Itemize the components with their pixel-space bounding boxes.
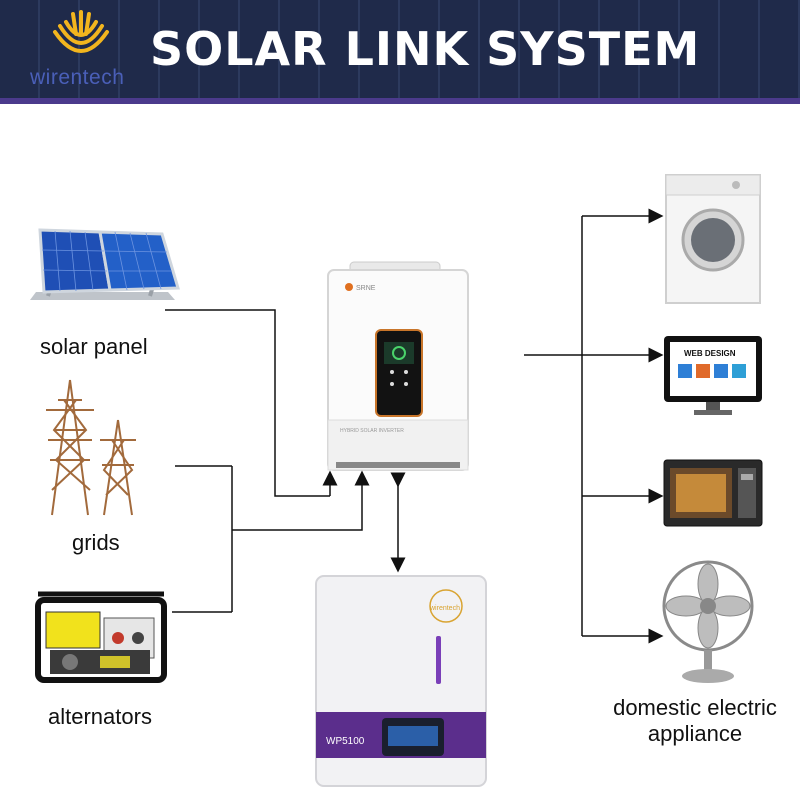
- generator-icon: [35, 591, 167, 683]
- battery-model-text: WP5100: [326, 736, 365, 747]
- logo-text: wirentech: [30, 66, 125, 89]
- logo-sun-icon: [53, 10, 109, 53]
- grids-label: grids: [72, 530, 120, 555]
- monitor-text: WEB DESIGN: [684, 349, 736, 358]
- battery-icon: wirentech WP5100: [315, 575, 487, 787]
- connection-lines: [165, 208, 664, 644]
- inverter-icon: SRNE HYBRID SOLAR INVERTER: [327, 261, 469, 471]
- washing-machine-icon: [665, 174, 761, 304]
- inverter-brand-text: SRNE: [356, 285, 376, 292]
- inverter-caption-text: HYBRID SOLAR INVERTER: [340, 428, 404, 434]
- microwave-icon: [663, 459, 763, 527]
- appliance-label-line2: appliance: [647, 721, 743, 746]
- page-title: SOLAR LINK SYSTEM: [150, 22, 701, 76]
- solar-panel-icon: [30, 228, 180, 300]
- appliance-label: domestic electric appliance: [598, 695, 792, 747]
- appliance-label-line1: domestic electric: [613, 695, 777, 720]
- battery-brand-text: wirentech: [429, 605, 460, 612]
- solar-panel-label: solar panel: [40, 334, 148, 359]
- fan-icon: [662, 560, 754, 683]
- header-banner: wirentech SOLAR LINK SYSTEM: [0, 0, 800, 104]
- grid-gen-line: [232, 478, 363, 531]
- monitor-icon: WEB DESIGN: [664, 336, 762, 415]
- power-tower-icon: [46, 379, 136, 516]
- solar-line: [165, 309, 330, 497]
- alternators-label: alternators: [48, 704, 152, 729]
